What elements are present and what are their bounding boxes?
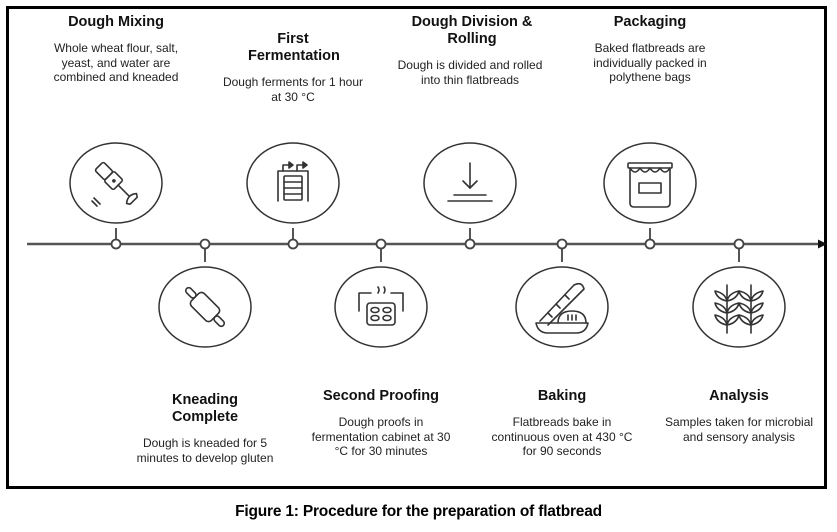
icon-circle	[692, 266, 786, 348]
step-description: Baked flatbreads are individually packed…	[593, 41, 707, 84]
fermentation-tank-icon	[277, 161, 309, 202]
step-title: Analysis	[709, 388, 769, 404]
timeline-step-5	[423, 142, 517, 250]
timeline-arrowhead-icon	[818, 239, 827, 249]
step-description: Samples taken for microbial and sensory …	[664, 415, 814, 444]
timeline-step-3	[246, 142, 340, 250]
timeline-node	[375, 238, 387, 250]
step-description: Whole wheat flour, salt, yeast, and wate…	[53, 41, 179, 84]
step-description: Dough ferments for 1 hour at 30 °C	[222, 75, 364, 104]
timeline-node	[644, 238, 656, 250]
press-down-icon	[447, 162, 493, 202]
icon-circle	[246, 142, 340, 224]
timeline-step-6	[515, 238, 609, 348]
timeline-node	[556, 238, 568, 250]
figure-caption: Figure 1: Procedure for the preparation …	[235, 503, 602, 520]
timeline-step-7	[603, 142, 697, 250]
icon-circle	[158, 266, 252, 348]
rolling-pin-icon	[184, 286, 226, 328]
step-title: Dough Mixing	[68, 14, 164, 30]
step-description: Flatbreads bake in continuous oven at 43…	[491, 415, 633, 458]
timeline-node	[733, 238, 745, 250]
step-title: Packaging	[613, 14, 687, 30]
icon-circle	[69, 142, 163, 224]
timeline-step-1	[69, 142, 163, 250]
timeline-node	[199, 238, 211, 250]
timeline-node	[287, 238, 299, 250]
timeline-node	[464, 238, 476, 250]
timeline-step-8	[692, 238, 786, 348]
hand-blender-icon	[91, 161, 139, 207]
bread-icon	[535, 282, 589, 334]
timeline-step-4	[334, 238, 428, 348]
icon-circle	[334, 266, 428, 348]
step-title: Dough Division & Rolling	[411, 14, 533, 47]
step-title: Baking	[537, 388, 587, 404]
step-title: Kneading Complete	[171, 392, 239, 425]
proofing-cabinet-icon	[358, 286, 404, 326]
timeline-step-2	[158, 238, 252, 348]
step-description: Dough proofs in fermentation cabinet at …	[311, 415, 451, 458]
diagram-frame	[6, 6, 827, 489]
wheat-icon	[714, 284, 764, 334]
step-title: Second Proofing	[323, 388, 439, 404]
step-description: Dough is divided and rolled into thin fl…	[397, 58, 543, 87]
step-description: Dough is kneaded for 5 minutes to develo…	[136, 436, 274, 465]
jar-package-icon	[627, 162, 673, 208]
step-title: First Fermentation	[248, 31, 340, 64]
timeline-node	[110, 238, 122, 250]
icon-circle	[515, 266, 609, 348]
